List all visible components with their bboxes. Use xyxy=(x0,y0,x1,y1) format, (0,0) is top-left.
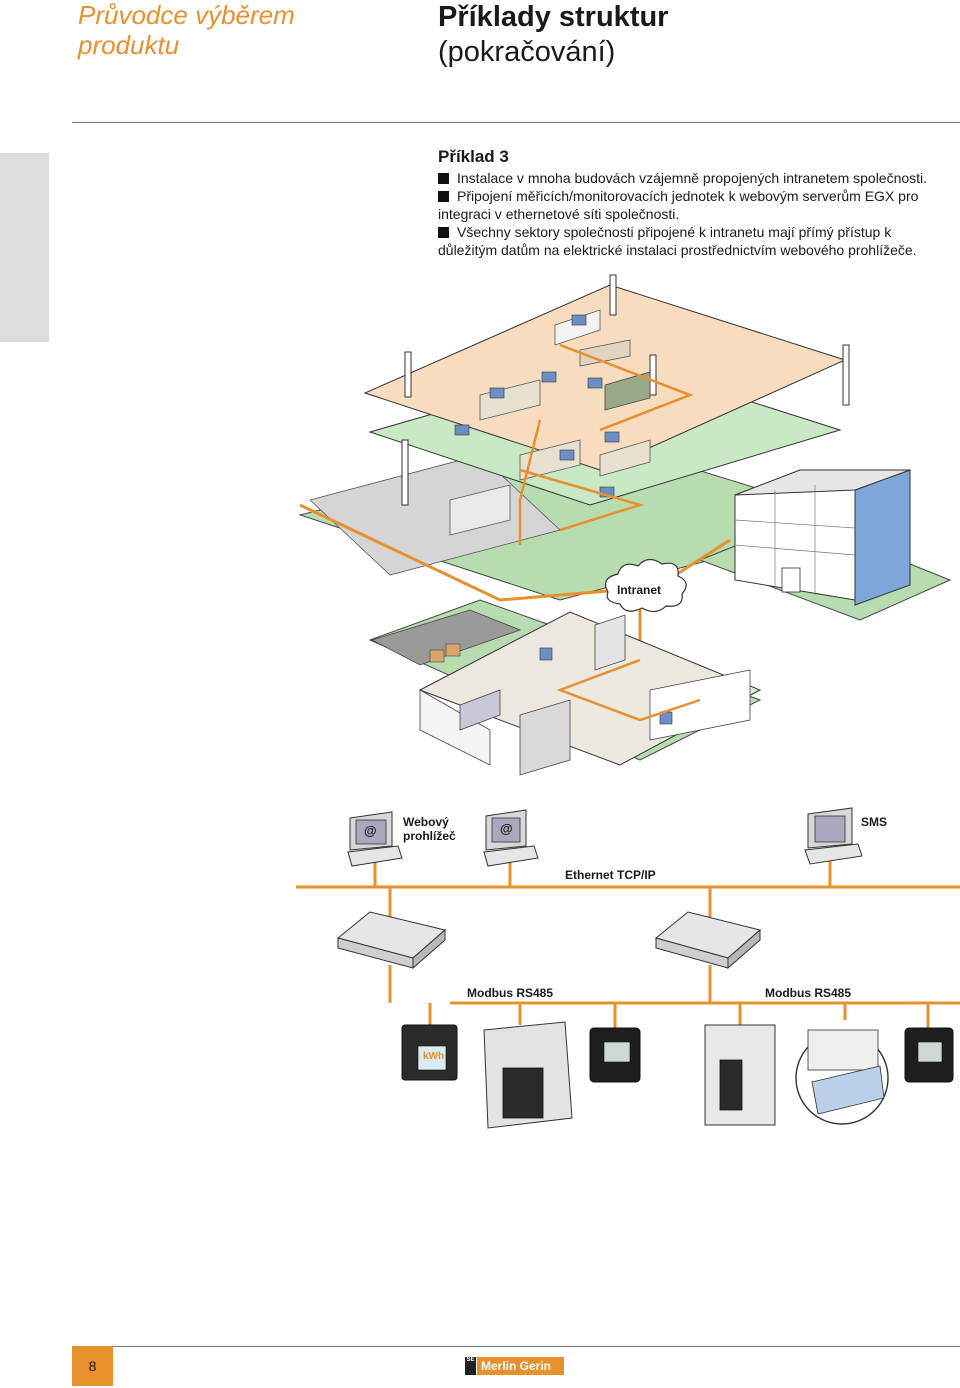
square-bullet-icon xyxy=(438,191,449,202)
intranet-label: Intranet xyxy=(617,583,662,597)
breaker-trip-unit xyxy=(704,1024,776,1126)
browser-icon-glyph: @ xyxy=(500,821,513,836)
power-meter-1 xyxy=(589,1027,641,1083)
bullet-item: Připojení měřicích/monitorovacích jednot… xyxy=(438,187,953,223)
energy-meter xyxy=(401,1024,458,1081)
page-title-sub: (pokračování) xyxy=(438,36,616,68)
browser-label-line1: Webový xyxy=(403,815,449,829)
bullet-text: Instalace v mnoha budovách vzájemně prop… xyxy=(457,170,928,186)
brand-name: Merlin Gerin xyxy=(477,1357,564,1375)
circuit-breaker xyxy=(483,1021,573,1129)
brand-logo-icon: SE xyxy=(465,1357,476,1375)
guide-title: Průvodce výběrem produktu xyxy=(78,0,295,60)
intranet-cloud xyxy=(605,558,687,613)
example-block: Příklad 3 Instalace v mnoha budovách vzá… xyxy=(438,146,953,259)
power-meter-2 xyxy=(904,1027,954,1083)
browser-label: Webový prohlížeč xyxy=(403,815,456,843)
header-divider xyxy=(72,122,960,123)
browser-label-line2: prohlížeč xyxy=(403,829,456,843)
schematic xyxy=(296,858,960,1028)
modbus-label-left: Modbus RS485 xyxy=(467,986,554,1000)
page-title: Příklady struktur (pokračování) xyxy=(438,0,938,70)
square-bullet-icon xyxy=(438,173,449,184)
egx-server-1 xyxy=(336,911,447,970)
bullet-item: Všechny sektory společnosti připojené k … xyxy=(438,223,953,259)
page-number: 8 xyxy=(72,1346,113,1386)
page-title-main: Příklady struktur xyxy=(438,1,669,33)
square-bullet-icon xyxy=(438,227,449,238)
modbus-label-right: Modbus RS485 xyxy=(765,986,852,1000)
glass-building-illustration xyxy=(698,469,952,621)
meter-display: kWh xyxy=(423,1051,445,1062)
pc-sms xyxy=(804,807,863,865)
modular-devices xyxy=(795,1029,889,1125)
example-heading: Příklad 3 xyxy=(438,147,509,166)
bullet-text: Připojení měřicích/monitorovacích jednot… xyxy=(438,188,919,222)
pc-browser-2 xyxy=(483,809,539,867)
pc-browser-1 xyxy=(347,811,403,867)
egx-server-2 xyxy=(654,911,762,970)
bullet-item: Instalace v mnoha budovách vzájemně prop… xyxy=(438,169,953,187)
sms-label: SMS xyxy=(861,815,888,829)
footer-divider xyxy=(113,1346,960,1347)
bullet-text: Všechny sektory společnosti připojené k … xyxy=(438,224,917,258)
sidebar-tab xyxy=(0,153,49,342)
browser-icon-glyph: @ xyxy=(364,823,377,838)
industrial-building-illustration xyxy=(368,599,762,776)
office-building-illustration xyxy=(298,274,862,601)
ethernet-label: Ethernet TCP/IP xyxy=(565,868,656,882)
